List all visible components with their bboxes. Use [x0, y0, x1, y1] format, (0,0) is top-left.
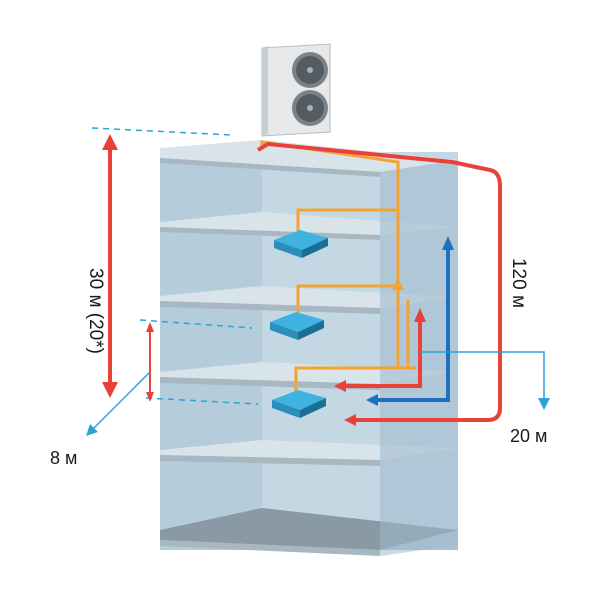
guide-lines — [91, 127, 259, 405]
orange-pipe-branch-3 — [294, 300, 410, 392]
length-label-20m: 20 м — [510, 426, 548, 446]
roof-slab — [160, 140, 458, 172]
orange-pipe-branch-2 — [296, 284, 398, 315]
blue-pipe — [366, 236, 454, 406]
indoor-unit-icon — [274, 230, 328, 258]
ground-edge — [160, 540, 380, 556]
floor-edge-4 — [160, 455, 380, 466]
height-label-8m: 8 м — [50, 448, 78, 468]
orange-pipes — [260, 140, 416, 392]
height-arrow-8m — [146, 322, 154, 402]
height-label-30m: 30 м (20*) — [85, 268, 106, 354]
pointer-20m — [420, 351, 545, 402]
building-left-wall — [160, 152, 262, 550]
cyan-pointers — [86, 351, 550, 436]
orange-arrow — [392, 278, 404, 290]
floor-edge-3 — [160, 377, 380, 390]
floor-edge-1 — [160, 227, 380, 240]
red-pipe-short — [334, 308, 426, 392]
pointer-8m — [91, 371, 151, 431]
red-pipe-long — [256, 141, 502, 426]
floor-edge-2 — [160, 301, 380, 314]
roof-edge — [160, 158, 380, 177]
indoor-unit-icon — [272, 390, 326, 418]
length-label-120m: 120 м — [508, 257, 529, 309]
building — [160, 140, 458, 556]
indoor-unit-icon — [270, 312, 324, 340]
outdoor-unit-icon — [261, 43, 331, 137]
height-arrow-30m — [102, 134, 118, 398]
